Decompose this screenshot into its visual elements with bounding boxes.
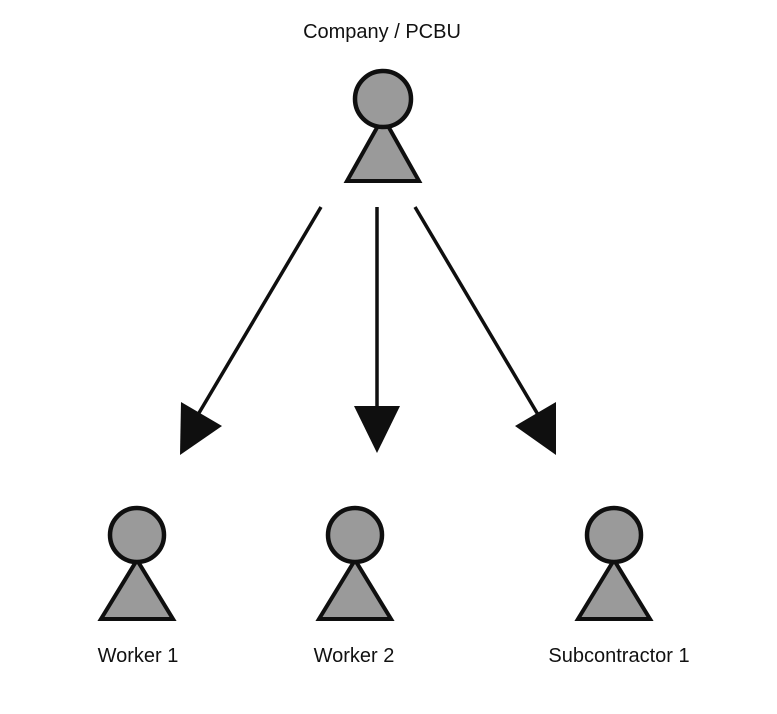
arrow-to-subcontractor-1	[413, 206, 556, 455]
person-icon	[97, 505, 177, 621]
company-pcbu-label: Company / PCBU	[303, 21, 461, 43]
worker-1-label: Worker 1	[97, 645, 179, 667]
subcontractor-1-label: Subcontractor 1	[548, 645, 690, 667]
arrow-to-worker-2	[354, 207, 400, 453]
person-icon	[315, 505, 395, 621]
worker-2-label: Worker 2	[313, 645, 395, 667]
person-icon	[343, 68, 423, 183]
person-icon	[574, 505, 654, 621]
arrow-to-worker-1	[180, 206, 323, 455]
